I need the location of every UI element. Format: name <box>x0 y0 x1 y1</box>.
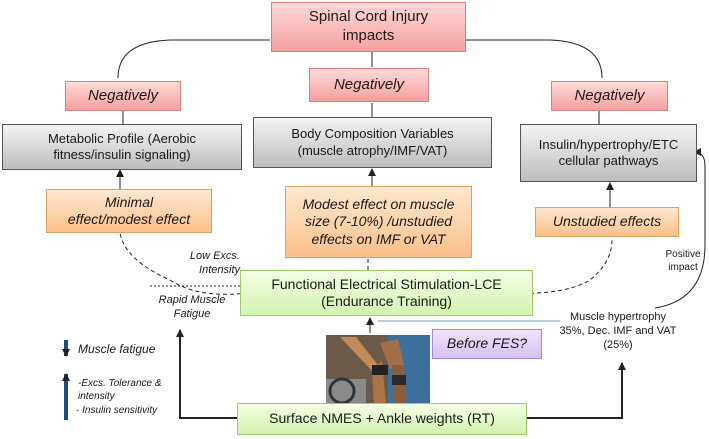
low-intensity-text: Low Excs. Intensity <box>189 250 240 276</box>
negatively-left: Negatively <box>65 81 181 111</box>
legend-insulin-text: - Insulin sensitivity <box>76 405 158 416</box>
effect-center-box: Modest effect on muscle size (7-10%) /un… <box>285 186 472 258</box>
fes-text: Functional Electrical Stimulation-LCE (E… <box>271 275 502 310</box>
metabolic-profile-box: Metabolic Profile (Aerobic fitness/insul… <box>2 124 242 170</box>
dashed-left <box>119 232 256 295</box>
positive-impact-text: Positive impact <box>665 249 701 273</box>
negatively-center: Negatively <box>309 68 429 102</box>
nmes-text: Surface NMES + Ankle weights (RT) <box>269 410 495 427</box>
legend-tolerance-text: -Excs. Tolerance & intensity <box>78 378 162 402</box>
legend-tolerance: -Excs. Tolerance & intensity <box>78 378 178 403</box>
before-fes-text: Before FES? <box>446 335 528 352</box>
hypertrophy-text: Muscle hypertrophy 35%, Dec. IMF and VAT… <box>559 311 677 351</box>
arc-right <box>440 39 603 79</box>
fes-box: Functional Electrical Stimulation-LCE (E… <box>240 270 533 316</box>
arc-left <box>117 39 270 79</box>
rapid-fatigue-label: Rapid Muscle Fatigue <box>152 294 232 322</box>
low-intensity-label: Low Excs. Intensity <box>168 250 240 278</box>
effect-center-text: Modest effect on muscle size (7-10%) /un… <box>302 195 455 247</box>
header-text: Spinal Cord Injury impacts <box>308 8 429 44</box>
nmes-box: Surface NMES + Ankle weights (RT) <box>237 403 527 435</box>
before-fes-box: Before FES? <box>432 329 542 359</box>
photo-image <box>326 335 430 407</box>
effect-right-box: Unstudied effects <box>535 207 679 237</box>
negatively-center-label: Negatively <box>333 75 405 93</box>
hypertrophy-label: Muscle hypertrophy 35%, Dec. IMF and VAT… <box>558 311 678 352</box>
arrow-positive-impact <box>654 148 706 309</box>
dashed-right <box>487 239 613 294</box>
legend-insulin: - Insulin sensitivity <box>76 405 186 418</box>
negatively-right-label: Negatively <box>574 86 645 104</box>
rapid-fatigue-text: Rapid Muscle Fatigue <box>158 294 226 320</box>
positive-impact-label: Positive impact <box>658 249 708 274</box>
body-composition-box: Body Composition Variables (muscle atrop… <box>253 117 492 168</box>
effect-left-text: Minimal effect/modest effect <box>67 193 191 228</box>
negatively-right: Negatively <box>551 81 668 111</box>
effect-right-text: Unstudied effects <box>552 213 662 230</box>
legend-fatigue: Muscle fatigue <box>78 342 188 357</box>
legend-fatigue-text: Muscle fatigue <box>78 342 156 356</box>
effect-left-box: Minimal effect/modest effect <box>46 189 212 233</box>
negatively-left-label: Negatively <box>87 86 159 104</box>
metabolic-profile-text: Metabolic Profile (Aerobic fitness/insul… <box>47 130 197 162</box>
cellular-pathways-box: Insulin/hypertrophy/ETC cellular pathway… <box>520 124 697 182</box>
arrow-nmes-left <box>176 329 237 419</box>
cellular-pathways-text: Insulin/hypertrophy/ETC cellular pathway… <box>538 136 679 168</box>
patient-photo <box>326 335 430 407</box>
body-composition-text: Body Composition Variables (muscle atrop… <box>291 126 454 158</box>
header-box: Spinal Cord Injury impacts <box>271 2 466 52</box>
arrow-nmes-right <box>527 362 626 419</box>
